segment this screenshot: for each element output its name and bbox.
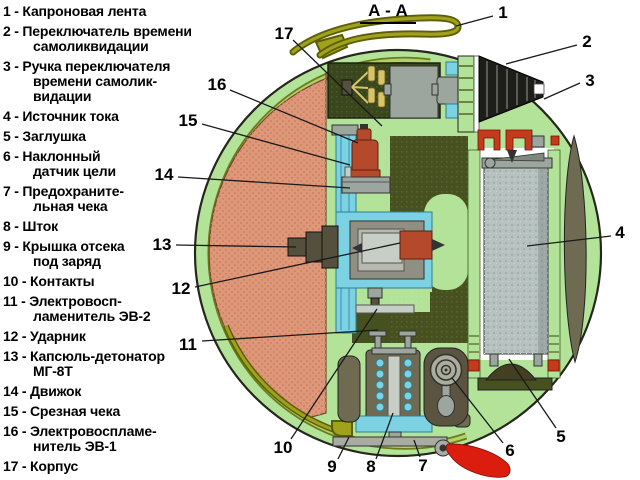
legend-item-17: 17 - Корпус [3, 458, 79, 474]
callout-number-9: 9 [327, 457, 336, 476]
callout-number-3: 3 [585, 71, 594, 90]
switch-contact-pin [377, 91, 386, 108]
knob-cone [478, 55, 544, 123]
callout-line-3 [543, 82, 581, 100]
ev1-igniter [349, 124, 381, 178]
switch-block [389, 65, 439, 119]
callout-line-8 [375, 412, 394, 460]
legend-item-1: 1 - Капроновая лента [3, 3, 147, 19]
callout-number-8: 8 [366, 457, 375, 476]
callout-line-1 [455, 15, 494, 27]
callout-line-16 [229, 89, 359, 144]
striker-udarnik [399, 230, 445, 260]
tilt-sensor [423, 347, 469, 427]
callout-line-9 [337, 436, 350, 460]
callout-number-2: 2 [582, 32, 591, 51]
callout-number-15: 15 [179, 111, 198, 130]
callout-line-14 [177, 176, 351, 189]
callout-number-12: 12 [172, 279, 191, 298]
switch-contact-pin [367, 65, 376, 82]
callout-number-5: 5 [556, 427, 565, 446]
callout-number-14: 14 [155, 165, 174, 184]
firing-mechanism-upper [287, 124, 445, 334]
switch-contact-pin [377, 69, 386, 86]
section-label: А - А [360, 1, 416, 24]
switch-contact-pin [367, 87, 376, 104]
legend-item-10: 10 - Контакты [3, 273, 95, 289]
safety-flag [445, 443, 511, 478]
safety-pin-slide [332, 436, 448, 447]
safety-pin-assembly [332, 436, 511, 478]
knob-notch [533, 83, 545, 95]
air-gap-lens [563, 134, 587, 364]
power-source-compartment [467, 129, 561, 391]
callout-number-16: 16 [208, 75, 227, 94]
legend-item-8: 8 - Шток [3, 218, 58, 234]
legend-item-11: 11 - Электровосп-ламенитель ЭВ-2 [3, 293, 151, 324]
legend-item-16: 16 - Электровоспламе-нитель ЭВ-1 [3, 423, 157, 454]
callout-line-13 [175, 244, 297, 248]
callout-number-1: 1 [498, 3, 507, 22]
legend-item-14: 14 - Движок [3, 383, 82, 399]
callout-line-4 [526, 235, 612, 247]
contacts-bar [355, 304, 415, 314]
legend-item-5: 5 - Заглушка [3, 128, 86, 144]
callout-number-7: 7 [418, 456, 427, 475]
battery-contacts [477, 129, 560, 151]
callout-line-11 [201, 329, 379, 342]
legend-item-7: 7 - Предохраните-льная чека [3, 183, 124, 214]
callout-line-2 [505, 44, 578, 65]
callout-number-13: 13 [153, 235, 172, 254]
callout-line-12 [194, 242, 401, 288]
callout-line-17 [292, 39, 383, 127]
slider-movok [341, 176, 391, 194]
callout-number-6: 6 [505, 441, 514, 460]
switch-knob-assembly [431, 55, 545, 133]
callout-line-7 [413, 439, 421, 458]
time-switch-assembly [327, 62, 441, 119]
legend-item-4: 4 - Источник тока [3, 108, 119, 124]
pendulum [429, 353, 463, 417]
callout-number-17: 17 [275, 24, 294, 43]
callout-line-5 [508, 358, 557, 429]
legend-list: 1 - Капроновая лента 2 - Переключатель вр… [3, 4, 233, 479]
callout-number-11: 11 [179, 335, 197, 354]
callout-number-10: 10 [274, 438, 293, 457]
callout-line-6 [451, 377, 504, 444]
charge-cover-band [223, 324, 353, 437]
callout-number-4: 4 [615, 223, 625, 242]
legend-item-12: 12 - Ударник [3, 328, 86, 344]
legend-item-15: 15 - Срезная чека [3, 403, 121, 419]
rod-shtok [387, 355, 401, 423]
detonator-mg8t [287, 225, 339, 269]
spring-coils [375, 358, 413, 412]
shear-pin [344, 166, 352, 178]
plug [467, 359, 560, 391]
callout-line-15 [201, 123, 351, 166]
explosive-charge [208, 69, 353, 419]
